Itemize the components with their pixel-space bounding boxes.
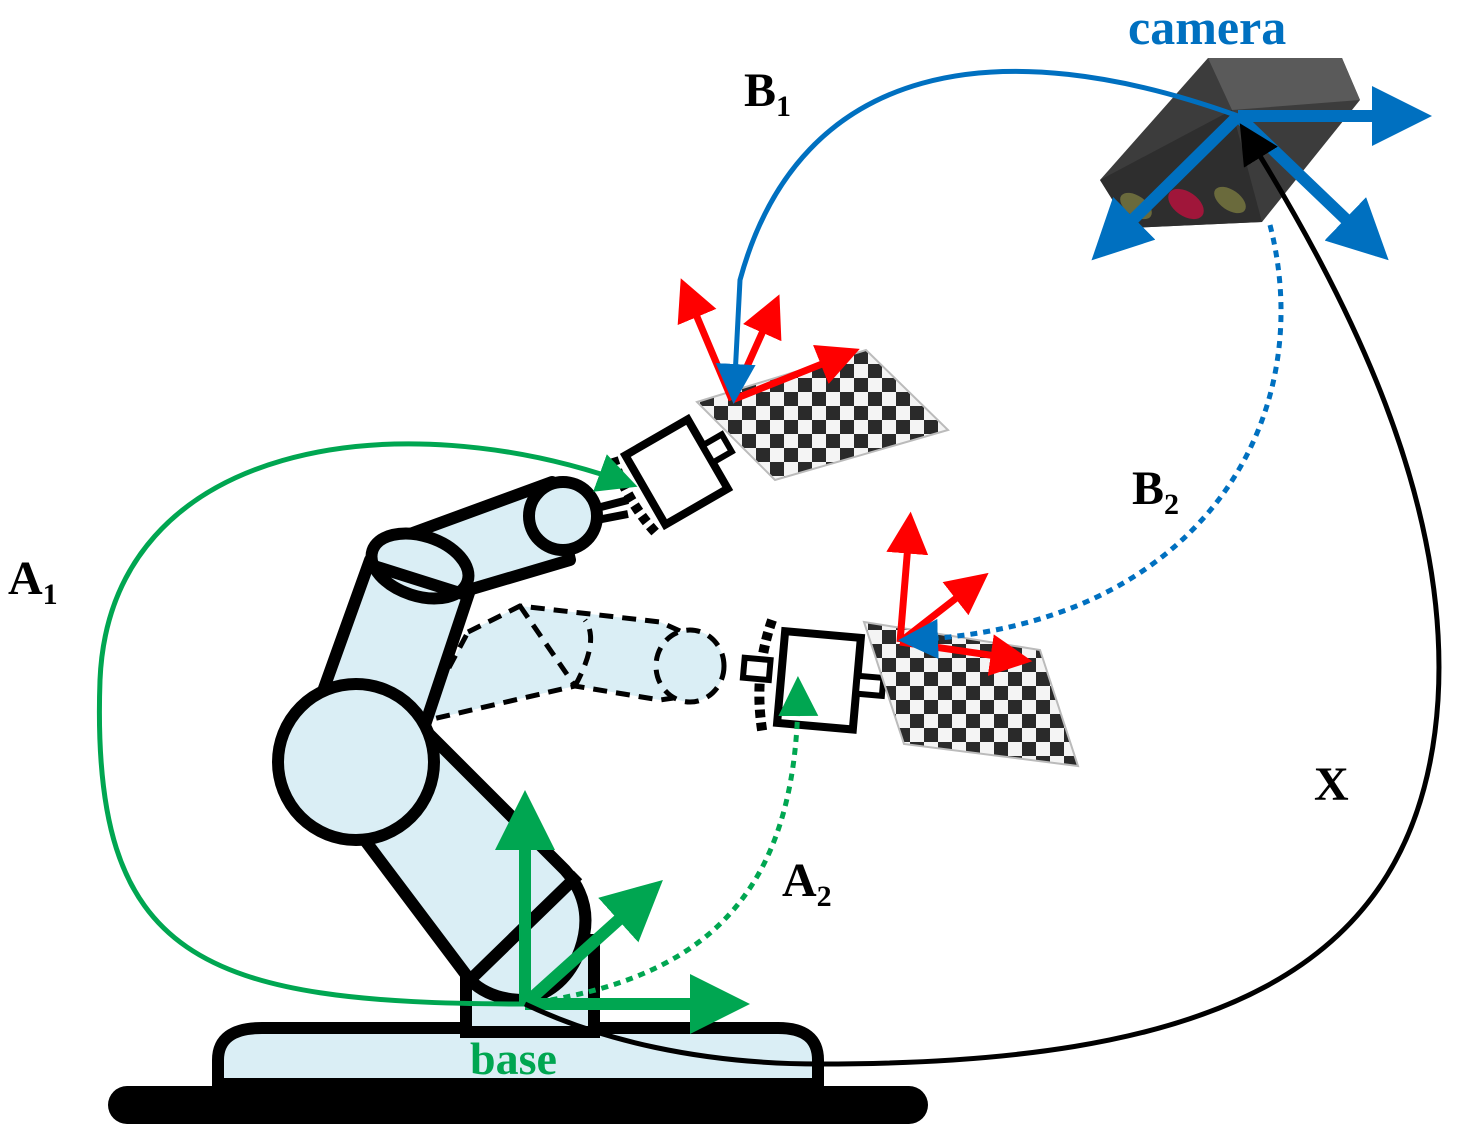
gripper-icon xyxy=(608,413,736,538)
x-label: X xyxy=(1314,758,1349,811)
a1-label: A1 xyxy=(8,552,58,611)
transform-b2-arc xyxy=(898,224,1284,659)
transform-a2-arc xyxy=(524,676,819,1007)
a2-label: A2 xyxy=(782,854,832,913)
calibration-checkerboard-pose-2 xyxy=(862,620,1080,768)
robot-lower-arm xyxy=(272,678,592,1006)
transform-b1-arc xyxy=(715,68,1239,404)
robot-base-platform xyxy=(108,1022,928,1124)
transform-x-arc xyxy=(523,123,1442,1067)
b1-label: B1 xyxy=(744,64,791,123)
robot-arm-pose-2-dashed xyxy=(415,603,727,726)
transform-a1-arc xyxy=(96,441,638,1007)
b2-label: B2 xyxy=(1132,462,1179,521)
camera-label: camera xyxy=(1128,0,1286,55)
gripper-icon-pose-2 xyxy=(739,618,887,734)
robot-arm-pose-1 xyxy=(312,476,629,746)
base-frame-axes xyxy=(495,790,750,1034)
base-label: base xyxy=(470,1033,557,1084)
